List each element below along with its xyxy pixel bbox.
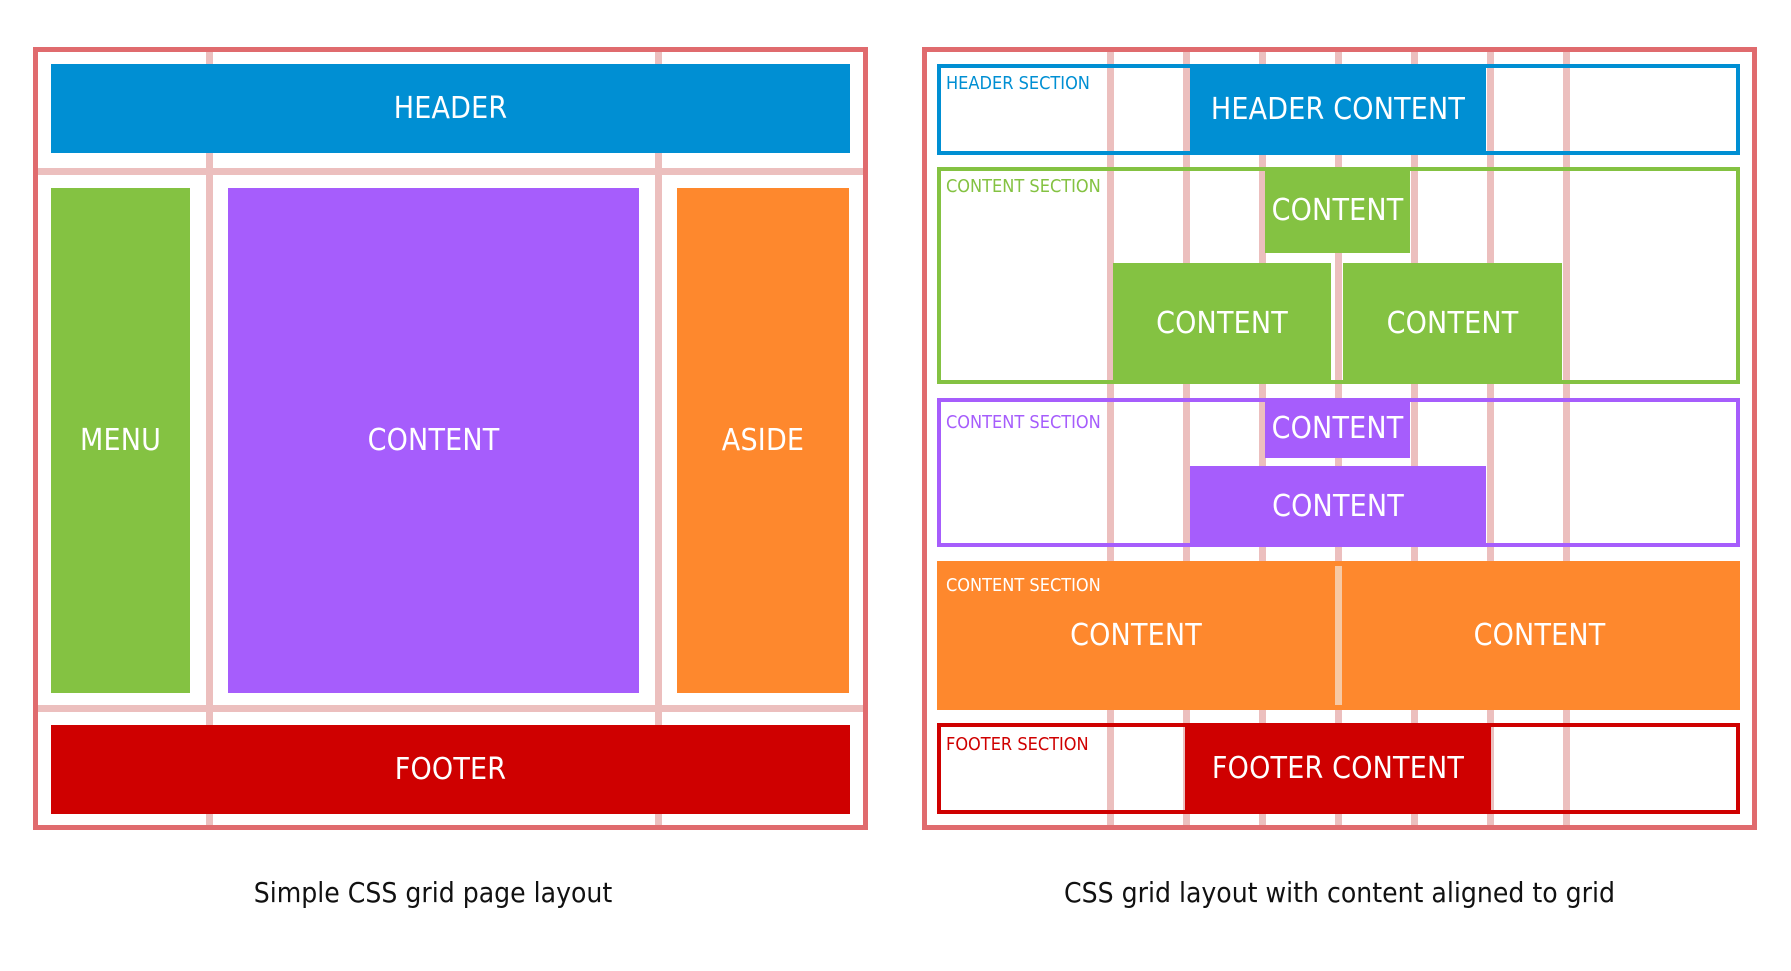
grid-line <box>1259 52 1266 825</box>
footer-content-block: FOOTER CONTENT <box>1185 723 1491 814</box>
left-caption: Simple CSS grid page layout <box>253 876 613 909</box>
grid-line <box>38 705 863 712</box>
grid-line <box>655 52 662 825</box>
grid-line <box>1563 52 1570 825</box>
content-block-purple-top: CONTENT <box>1265 398 1410 458</box>
grid-line <box>38 168 863 175</box>
right-caption: CSS grid layout with content aligned to … <box>1064 876 1615 909</box>
aside-block: ASIDE <box>677 188 849 693</box>
grid-line <box>1487 52 1494 825</box>
grid-line <box>1107 52 1114 825</box>
grid-line <box>206 52 213 825</box>
content-block-orange-left: CONTENT <box>1070 617 1202 653</box>
content-section-purple-label: CONTENT SECTION <box>946 412 1101 433</box>
header-block: HEADER <box>51 64 850 153</box>
grid-line <box>1411 52 1418 825</box>
content-section-orange-label: CONTENT SECTION <box>946 575 1101 596</box>
content-section-green-label: CONTENT SECTION <box>946 176 1101 197</box>
footer-block: FOOTER <box>51 725 850 814</box>
header-section-label: HEADER SECTION <box>946 73 1090 94</box>
content-block: CONTENT <box>228 188 639 693</box>
grid-line <box>1335 566 1342 705</box>
content-block-green-right: CONTENT <box>1343 263 1562 384</box>
header-content-block: HEADER CONTENT <box>1190 64 1486 155</box>
content-block-green-left: CONTENT <box>1113 263 1331 384</box>
content-block-green-top: CONTENT <box>1265 167 1410 253</box>
menu-block: MENU <box>51 188 190 693</box>
content-block-purple-wide: CONTENT <box>1190 466 1486 547</box>
content-block-orange-right: CONTENT <box>1473 617 1606 653</box>
grid-line <box>1183 52 1190 825</box>
footer-section-label: FOOTER SECTION <box>946 734 1089 755</box>
